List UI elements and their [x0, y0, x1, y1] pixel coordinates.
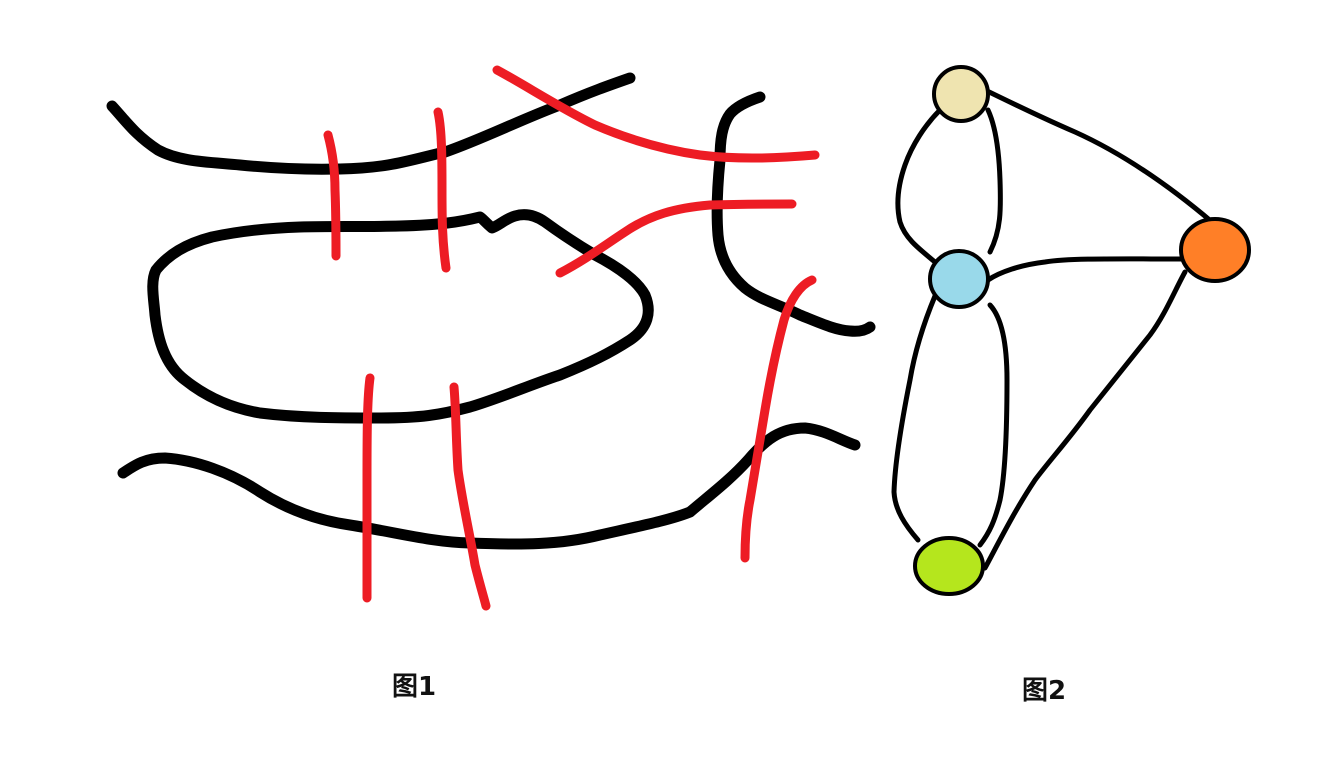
edge-top-middle-right: [985, 107, 1003, 255]
edge-right-bottom: [982, 269, 1188, 571]
bridge-strokes: [323, 65, 820, 611]
edge-middle-bottom-left: [891, 293, 938, 543]
node-right: [1179, 217, 1251, 283]
island-outline: [147, 209, 654, 424]
bridge-5: [362, 373, 375, 603]
figure-1-river-map: [106, 65, 876, 611]
node-middle: [928, 249, 990, 309]
river-bank-upper: [106, 72, 636, 175]
graph-nodes: [913, 65, 1251, 596]
bridge-4: [555, 199, 797, 278]
river-branch-right: [711, 91, 876, 337]
bridge-2: [433, 107, 451, 273]
node-bottom: [913, 536, 985, 596]
bridge-6: [449, 382, 491, 611]
graph-edges: [891, 87, 1215, 571]
edge-middle-bottom-right: [977, 302, 1010, 548]
figure-2-graph: [891, 65, 1251, 596]
bridge-3: [492, 65, 820, 163]
figure-2-caption: 图2: [1022, 676, 1067, 706]
edge-middle-right: [985, 256, 1186, 283]
edge-top-right: [982, 87, 1215, 225]
node-top: [932, 65, 990, 123]
edge-top-middle-left: [895, 107, 943, 265]
figure-1-caption: 图1: [392, 672, 437, 702]
bridge-7: [740, 275, 817, 563]
bridge-1: [323, 130, 341, 261]
